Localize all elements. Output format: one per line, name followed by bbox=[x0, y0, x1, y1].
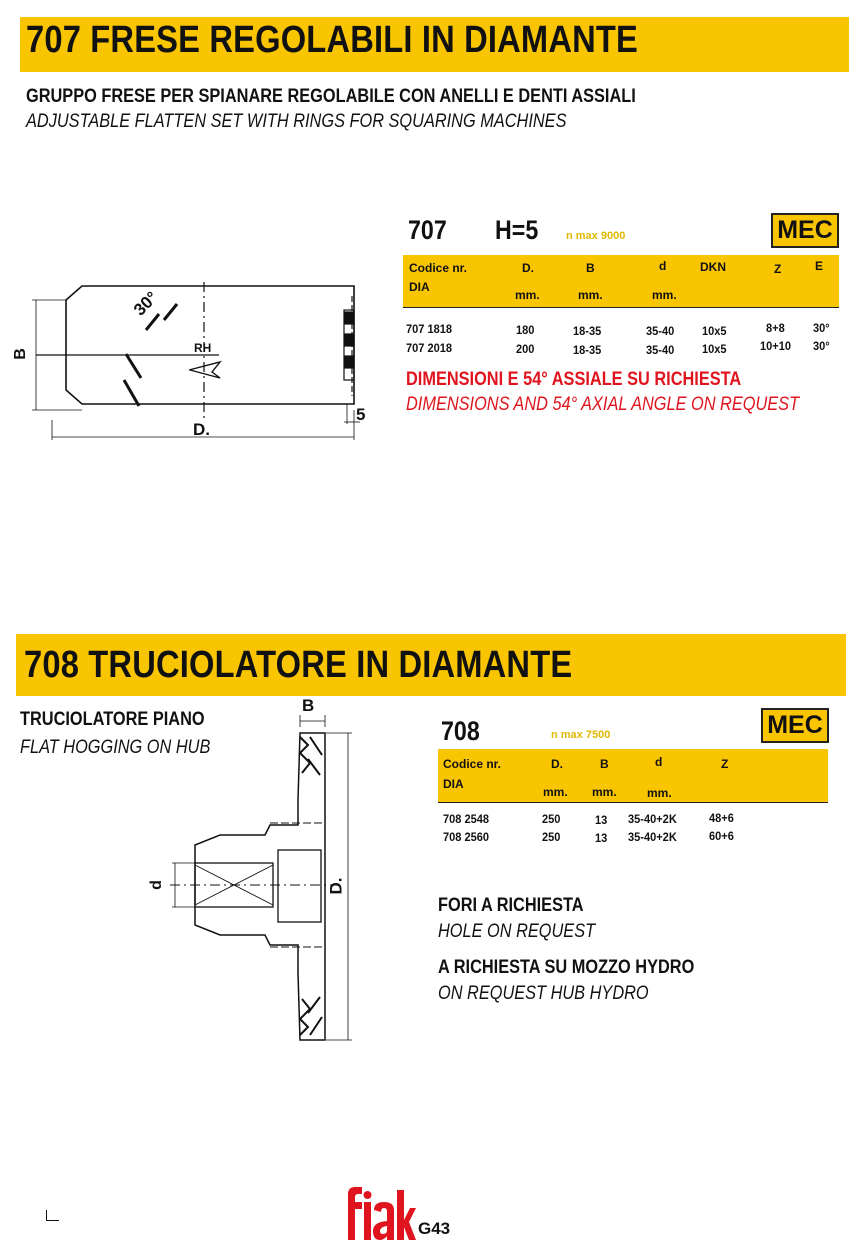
table-708-mec-badge: MEC bbox=[761, 708, 829, 743]
table-707-r1-Z: 8+8 bbox=[766, 321, 785, 335]
table-707-th-B: B bbox=[586, 261, 595, 275]
section-707-drawing bbox=[32, 282, 360, 440]
table-707-mec-badge: MEC bbox=[771, 213, 839, 248]
table-708-r1-d: 35-40+2K bbox=[628, 812, 677, 826]
table-707-r1-B: 18-35 bbox=[573, 324, 602, 338]
table-707-r1-D: 180 bbox=[516, 323, 535, 337]
table-708-r2-B: 13 bbox=[595, 831, 608, 845]
section-708-title: 708 TRUCIOLATORE IN DIAMANTE bbox=[24, 644, 573, 686]
section-707-subtitle-it: GRUPPO FRESE PER SPIANARE REGOLABILE CON… bbox=[26, 86, 636, 107]
fiak-logo bbox=[348, 1186, 416, 1240]
section-708-note2-en: ON REQUEST HUB HYDRO bbox=[438, 983, 649, 1004]
section-708-drawing bbox=[170, 715, 352, 1041]
table-707-r1-DKN: 10x5 bbox=[702, 324, 727, 338]
table-708-th-unit-d: mm. bbox=[647, 786, 672, 800]
table-708-r1-D: 250 bbox=[542, 812, 561, 826]
section-707-title: 707 FRESE REGOLABILI IN DIAMANTE bbox=[26, 19, 638, 61]
drawing-707-d-label: D. bbox=[193, 420, 210, 439]
section-707-note-it: DIMENSIONI E 54° ASSIALE SU RICHIESTA bbox=[406, 369, 742, 390]
table-707-r1-E: 30° bbox=[813, 321, 830, 335]
table-708-code: 708 bbox=[441, 716, 480, 746]
drawing-708-b-label: B bbox=[302, 696, 315, 715]
table-707-r2-D: 200 bbox=[516, 342, 535, 356]
table-708-header bbox=[438, 749, 828, 803]
table-707-header bbox=[403, 255, 839, 308]
table-707-code: 707 bbox=[408, 215, 447, 245]
table-708-r1-code: 708 2548 bbox=[443, 812, 490, 826]
table-708-th-Z: Z bbox=[721, 757, 729, 771]
table-707-height: H=5 bbox=[495, 215, 539, 245]
table-708-r2-d: 35-40+2K bbox=[628, 830, 677, 844]
section-708-subtitle-en: FLAT HOGGING ON HUB bbox=[20, 737, 211, 758]
table-708-nmax: n max 7500 bbox=[551, 729, 611, 741]
table-708-th-unit-D: mm. bbox=[543, 785, 568, 799]
table-708-r2-code: 708 2560 bbox=[443, 830, 490, 844]
section-707-banner bbox=[20, 17, 849, 72]
table-708-th-code-2: DIA bbox=[443, 777, 464, 791]
table-707-th-D: D. bbox=[522, 261, 534, 275]
table-708-th-D: D. bbox=[551, 757, 563, 771]
section-708-note1-en: HOLE ON REQUEST bbox=[438, 921, 596, 942]
footer-page-number: G43 bbox=[418, 1219, 451, 1238]
corner-mark bbox=[46, 1210, 59, 1221]
table-708-th-B: B bbox=[600, 757, 609, 771]
table-707-th-code-1: Codice nr. bbox=[409, 261, 468, 275]
table-707-th-code-2: DIA bbox=[409, 280, 430, 294]
table-707-th-unit-B: mm. bbox=[578, 288, 603, 302]
table-707-r2-Z: 10+10 bbox=[760, 339, 792, 353]
section-708-banner bbox=[16, 634, 846, 696]
table-708-r2-D: 250 bbox=[542, 830, 561, 844]
table-707-r2-E: 30° bbox=[813, 339, 830, 353]
table-707-th-d: d bbox=[659, 259, 667, 273]
table-708-th-d: d bbox=[655, 755, 663, 769]
section-707-subtitle-en: ADJUSTABLE FLATTEN SET WITH RINGS FOR SQ… bbox=[26, 111, 567, 132]
table-707-r2-B: 18-35 bbox=[573, 343, 602, 357]
section-708-note2-it: A RICHIESTA SU MOZZO HYDRO bbox=[438, 957, 695, 978]
table-708-th-unit-B: mm. bbox=[592, 785, 617, 799]
table-708-r1-Z: 48+6 bbox=[709, 811, 734, 825]
table-707-r2-code: 707 2018 bbox=[406, 341, 453, 355]
section-708-subtitle-it: TRUCIOLATORE PIANO bbox=[20, 709, 205, 730]
table-707-th-unit-d: mm. bbox=[652, 288, 677, 302]
table-707-nmax: n max 9000 bbox=[566, 230, 626, 242]
table-708-r1-B: 13 bbox=[595, 813, 608, 827]
table-708-th-code-1: Codice nr. bbox=[443, 757, 502, 771]
table-707-th-E: E bbox=[815, 259, 824, 273]
table-707-th-unit-D: mm. bbox=[515, 288, 540, 302]
drawing-708-d-label: D. bbox=[326, 877, 346, 895]
table-707-th-Z: Z bbox=[774, 262, 782, 276]
section-708-note1-it: FORI A RICHIESTA bbox=[438, 895, 584, 916]
drawing-708-small-d-label: d bbox=[147, 880, 165, 890]
table-707-r1-code: 707 1818 bbox=[406, 322, 453, 336]
table-707-r1-d: 35-40 bbox=[646, 324, 675, 338]
table-707-th-DKN: DKN bbox=[700, 260, 726, 274]
drawing-707-five-label: 5 bbox=[356, 405, 366, 424]
table-707-r2-d: 35-40 bbox=[646, 343, 675, 357]
table-707-r2-DKN: 10x5 bbox=[702, 342, 727, 356]
section-707-note-en: DIMENSIONS AND 54° AXIAL ANGLE ON REQUES… bbox=[406, 394, 800, 415]
drawing-707-b-label: B bbox=[11, 348, 29, 360]
drawing-707-rh-label: RH bbox=[194, 341, 212, 355]
table-708-r2-Z: 60+6 bbox=[709, 829, 734, 843]
